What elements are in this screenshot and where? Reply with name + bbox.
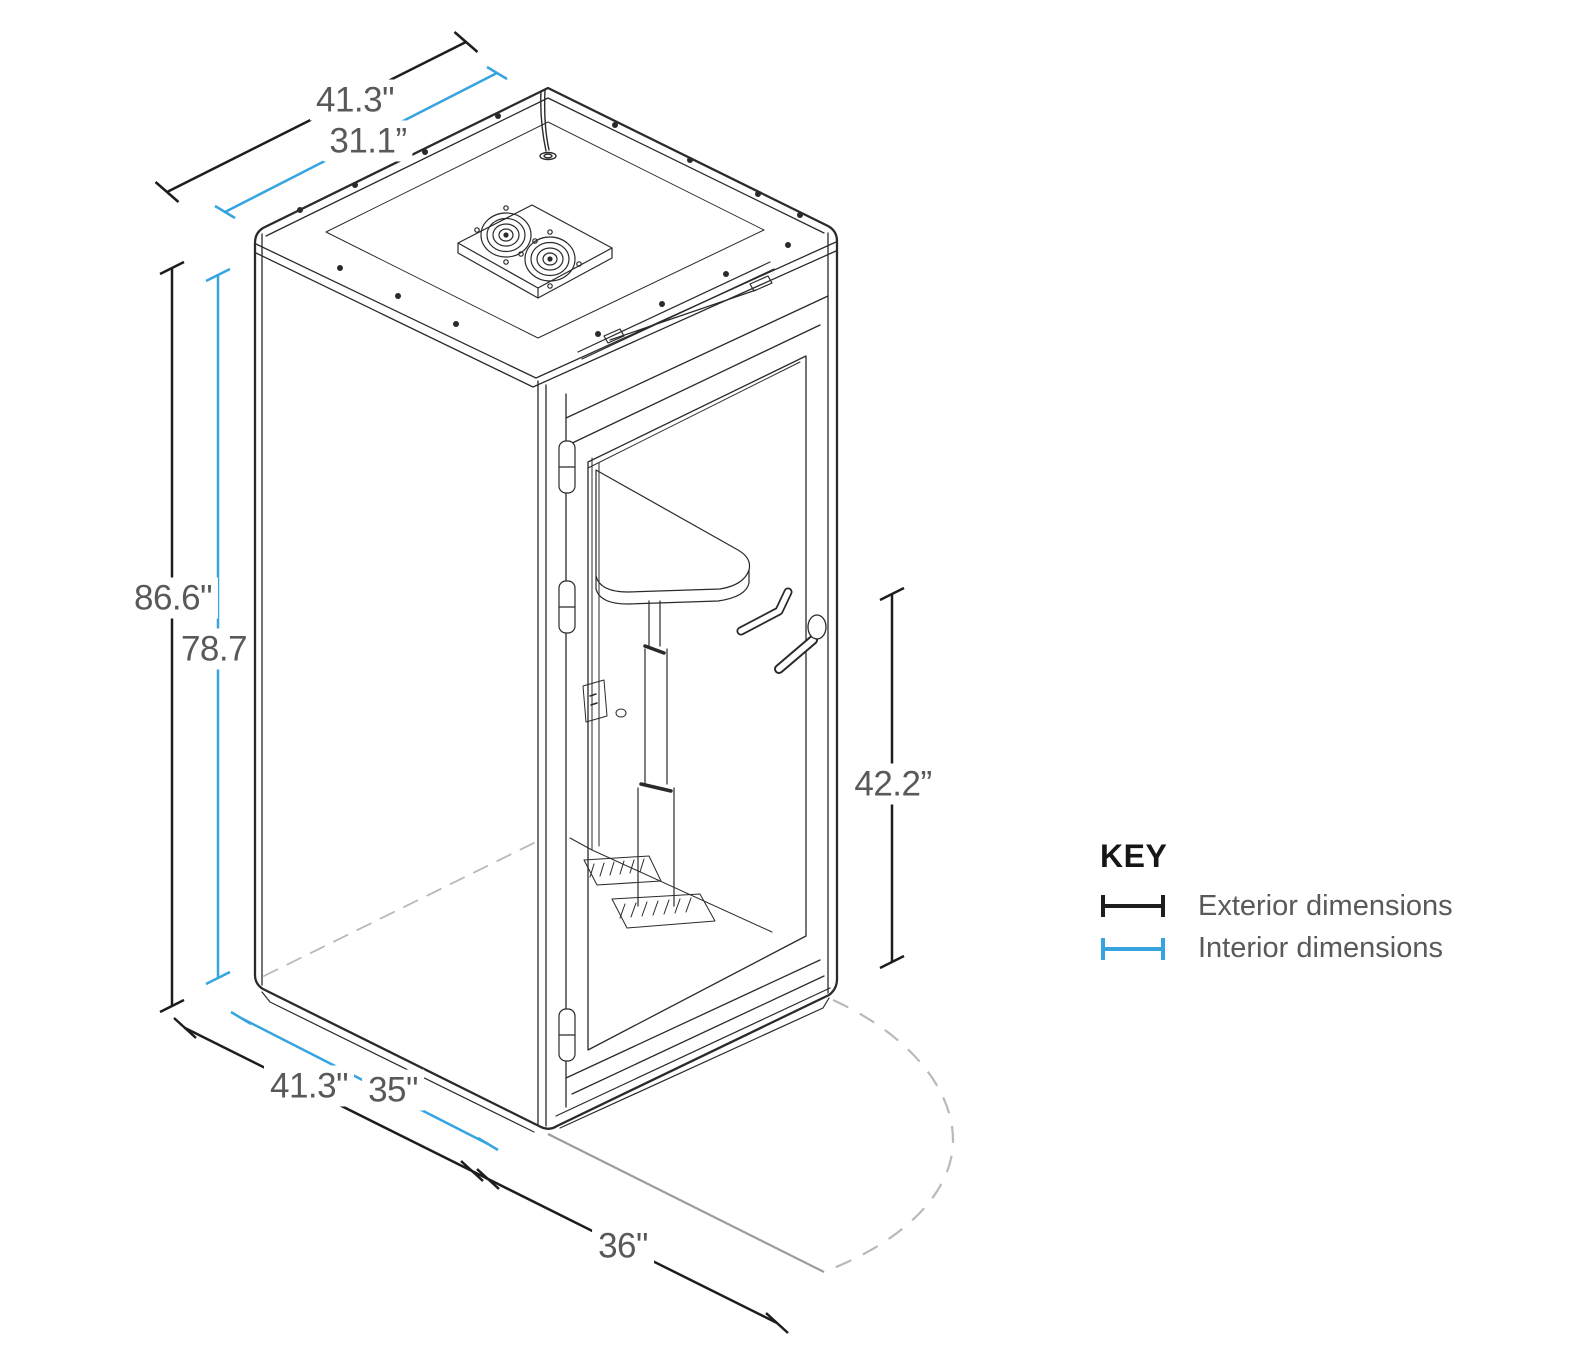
interior-dimension-line-icon <box>1101 937 1165 960</box>
exterior-door-handle <box>774 614 827 674</box>
roof-screws <box>297 113 803 337</box>
interior-door-handle <box>736 587 793 636</box>
legend-interior-label: Interior dimensions <box>1198 932 1443 965</box>
legend-exterior-row: Exterior dimensions <box>1100 891 1453 921</box>
table-pedestal <box>637 600 675 907</box>
power-socket <box>582 679 608 723</box>
roof-fan-unit <box>457 204 613 299</box>
dim-bottom-interior-label: 35" <box>362 1069 424 1111</box>
dim-height-exterior-label: 86.6" <box>127 577 219 619</box>
dim-bottom-exterior-label: 41.3" <box>263 1065 355 1107</box>
legend-exterior-label: Exterior dimensions <box>1198 890 1453 922</box>
phone-booth-illustration <box>253 86 839 1133</box>
interior-table <box>595 469 751 605</box>
door-swing <box>547 998 955 1273</box>
legend: KEY Exterior dimensions Interior dimensi… <box>1100 838 1453 976</box>
dim-table-height-label: 42.2” <box>848 763 938 805</box>
dim-height-interior-label: 78.7 <box>174 628 254 670</box>
dim-top-interior-label: 31.1” <box>323 120 413 162</box>
roof-cable <box>539 89 557 161</box>
door-swing-arc <box>825 998 955 1273</box>
interior-dimension-lines <box>205 65 508 1152</box>
cable-grommet <box>615 708 627 718</box>
open-door-line <box>547 1133 825 1273</box>
door-hinges <box>558 440 576 1062</box>
glass-door <box>565 295 829 1095</box>
fan-grille-icon <box>518 229 582 289</box>
dim-top-exterior-label: 41.3" <box>309 79 401 121</box>
legend-title: KEY <box>1100 838 1168 874</box>
fan-grille-icon <box>474 205 538 265</box>
floor-vents <box>583 855 716 929</box>
door-closer <box>577 261 775 360</box>
hidden-floor-line <box>263 838 543 977</box>
booth-interior <box>569 457 793 933</box>
exterior-dimension-line-icon <box>1101 895 1165 918</box>
dim-door-clearance-label: 36" <box>592 1225 654 1267</box>
legend-interior-row: Interior dimensions <box>1100 932 1453 965</box>
